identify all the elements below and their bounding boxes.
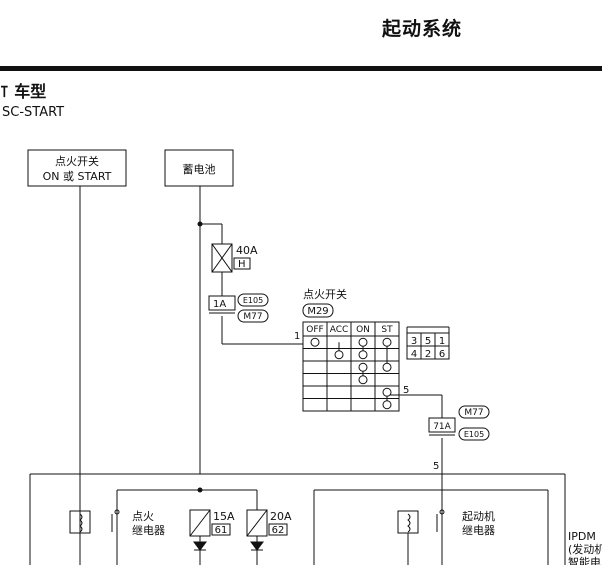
switch-col-header: ON xyxy=(356,325,370,335)
switch-contact xyxy=(382,362,392,372)
ipdm-label: 智能电 xyxy=(568,555,601,565)
svg-text:E105: E105 xyxy=(243,296,263,305)
ipdm-label: IPDM xyxy=(568,530,596,543)
pin-layout-bottom-1: 4 xyxy=(411,349,417,360)
section-title: ⊺ 车型 xyxy=(0,82,47,101)
ign-switch-title: 点火开关 xyxy=(303,287,347,301)
connector-1a-label: 1A xyxy=(213,299,226,310)
switch-contact xyxy=(334,350,344,360)
switch-col-header: ACC xyxy=(330,325,349,335)
connector-m77-tag: M77 xyxy=(237,309,269,323)
pin-layout-bottom-3: 6 xyxy=(439,349,445,360)
connector-m29-tag: M29 xyxy=(302,303,334,318)
ign-source-label: 点火开关 xyxy=(55,154,99,168)
svg-text:M77: M77 xyxy=(464,408,483,418)
switch-contact xyxy=(358,350,368,360)
switch-contact xyxy=(310,337,320,347)
switch-col-header: ST xyxy=(381,325,393,335)
connector-m77-tag: M77 xyxy=(458,405,490,419)
junction-dot xyxy=(197,221,203,227)
ign-source-label: ON 或 START xyxy=(43,170,112,183)
pin-layout-bottom-2: 2 xyxy=(425,349,431,360)
fuse-40a-code: H xyxy=(238,259,246,270)
svg-text:M29: M29 xyxy=(307,306,328,317)
fuse-15a-rating: 15A xyxy=(213,510,235,523)
switch-contact xyxy=(358,375,368,385)
switch-contact xyxy=(382,400,392,410)
starter-relay-label: 继电器 xyxy=(462,524,495,537)
ipdm-label: (发动机 xyxy=(568,542,602,556)
battery-box xyxy=(164,149,234,187)
connector-e105-tag: E105 xyxy=(237,293,269,307)
fuse-20a-rating: 20A xyxy=(270,510,292,523)
fuse-40a-rating: 40A xyxy=(236,244,258,257)
ign-relay-label: 继电器 xyxy=(132,524,165,537)
ignition-switch-grid xyxy=(302,321,400,412)
starter-relay-label: 起动机 xyxy=(462,509,495,523)
pin-layout-top-2: 5 xyxy=(425,336,431,347)
wire-5-label: 5 xyxy=(433,461,439,472)
connector-71a xyxy=(428,417,456,433)
ign-source-box xyxy=(27,149,127,187)
svg-text:E105: E105 xyxy=(464,430,484,439)
pin-1-label: 1 xyxy=(294,331,300,342)
connector-71a-label: 71A xyxy=(433,422,451,432)
page-title: 起动系统 xyxy=(382,18,463,40)
diagram-code: SC-START xyxy=(2,105,65,120)
ign-relay-coil xyxy=(69,510,91,534)
header-rule xyxy=(0,66,602,71)
switch-contact xyxy=(358,337,368,347)
switch-contact xyxy=(382,337,392,347)
switch-col-header: OFF xyxy=(306,325,323,335)
junction-dot xyxy=(197,487,203,493)
ign-relay-label: 点火 xyxy=(132,510,154,523)
svg-text:M77: M77 xyxy=(243,312,262,322)
switch-contact xyxy=(382,387,392,397)
fuse-20a-code: 62 xyxy=(272,525,285,536)
pin-5-label: 5 xyxy=(403,385,409,396)
switch-contact xyxy=(358,362,368,372)
connector-1a xyxy=(208,295,236,311)
battery-label: 蓄电池 xyxy=(183,163,216,176)
pin-layout-top-3: 1 xyxy=(439,336,445,347)
connector-e105-tag: E105 xyxy=(458,427,490,441)
fuse-15a-code: 61 xyxy=(215,525,228,536)
pin-layout-top-1: 3 xyxy=(411,336,417,347)
